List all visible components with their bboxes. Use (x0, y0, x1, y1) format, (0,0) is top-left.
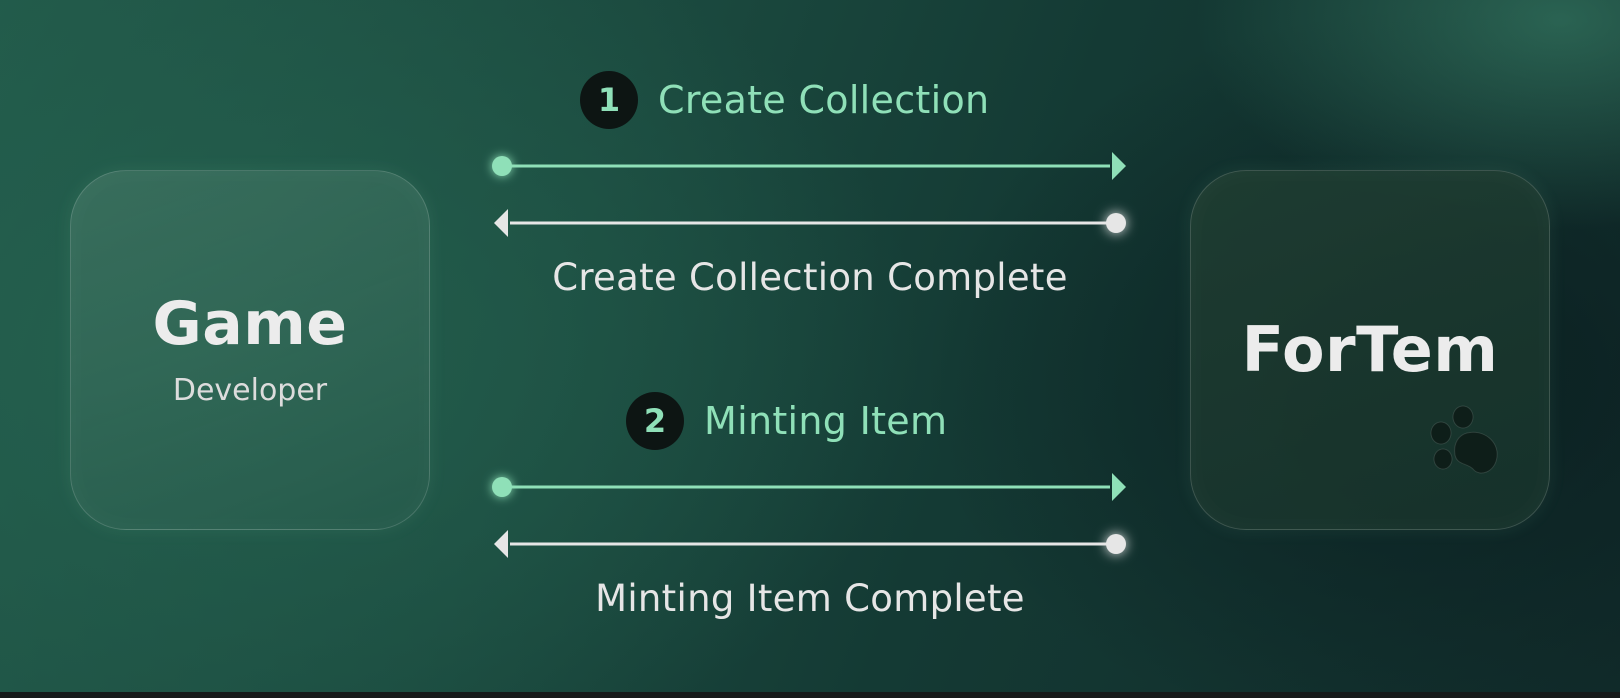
step1-request-arrow (492, 152, 1126, 180)
step2-request-arrow (492, 473, 1126, 501)
step2-number-badge: 2 (626, 392, 684, 450)
step1-response-arrow (494, 209, 1126, 237)
step1-label-text: Create Collection (658, 78, 990, 122)
step1-number-badge: 1 (580, 71, 638, 129)
fortem-node: ForTem (1190, 170, 1550, 530)
game-developer-node: Game Developer (70, 170, 430, 530)
paw-icon (1430, 405, 1498, 474)
fortem-title: ForTem (1241, 313, 1499, 386)
step2-label-text: Minting Item (704, 399, 948, 443)
step2-label: 2 Minting Item (626, 392, 947, 450)
step1-label: 1 Create Collection (580, 71, 989, 129)
game-developer-title: Game (152, 289, 348, 359)
game-developer-subtitle: Developer (172, 373, 328, 408)
bottom-border (0, 692, 1620, 698)
step2-response-text: Minting Item Complete (595, 577, 1025, 620)
step2-response-arrow (494, 530, 1126, 558)
step1-response-text: Create Collection Complete (552, 256, 1068, 299)
